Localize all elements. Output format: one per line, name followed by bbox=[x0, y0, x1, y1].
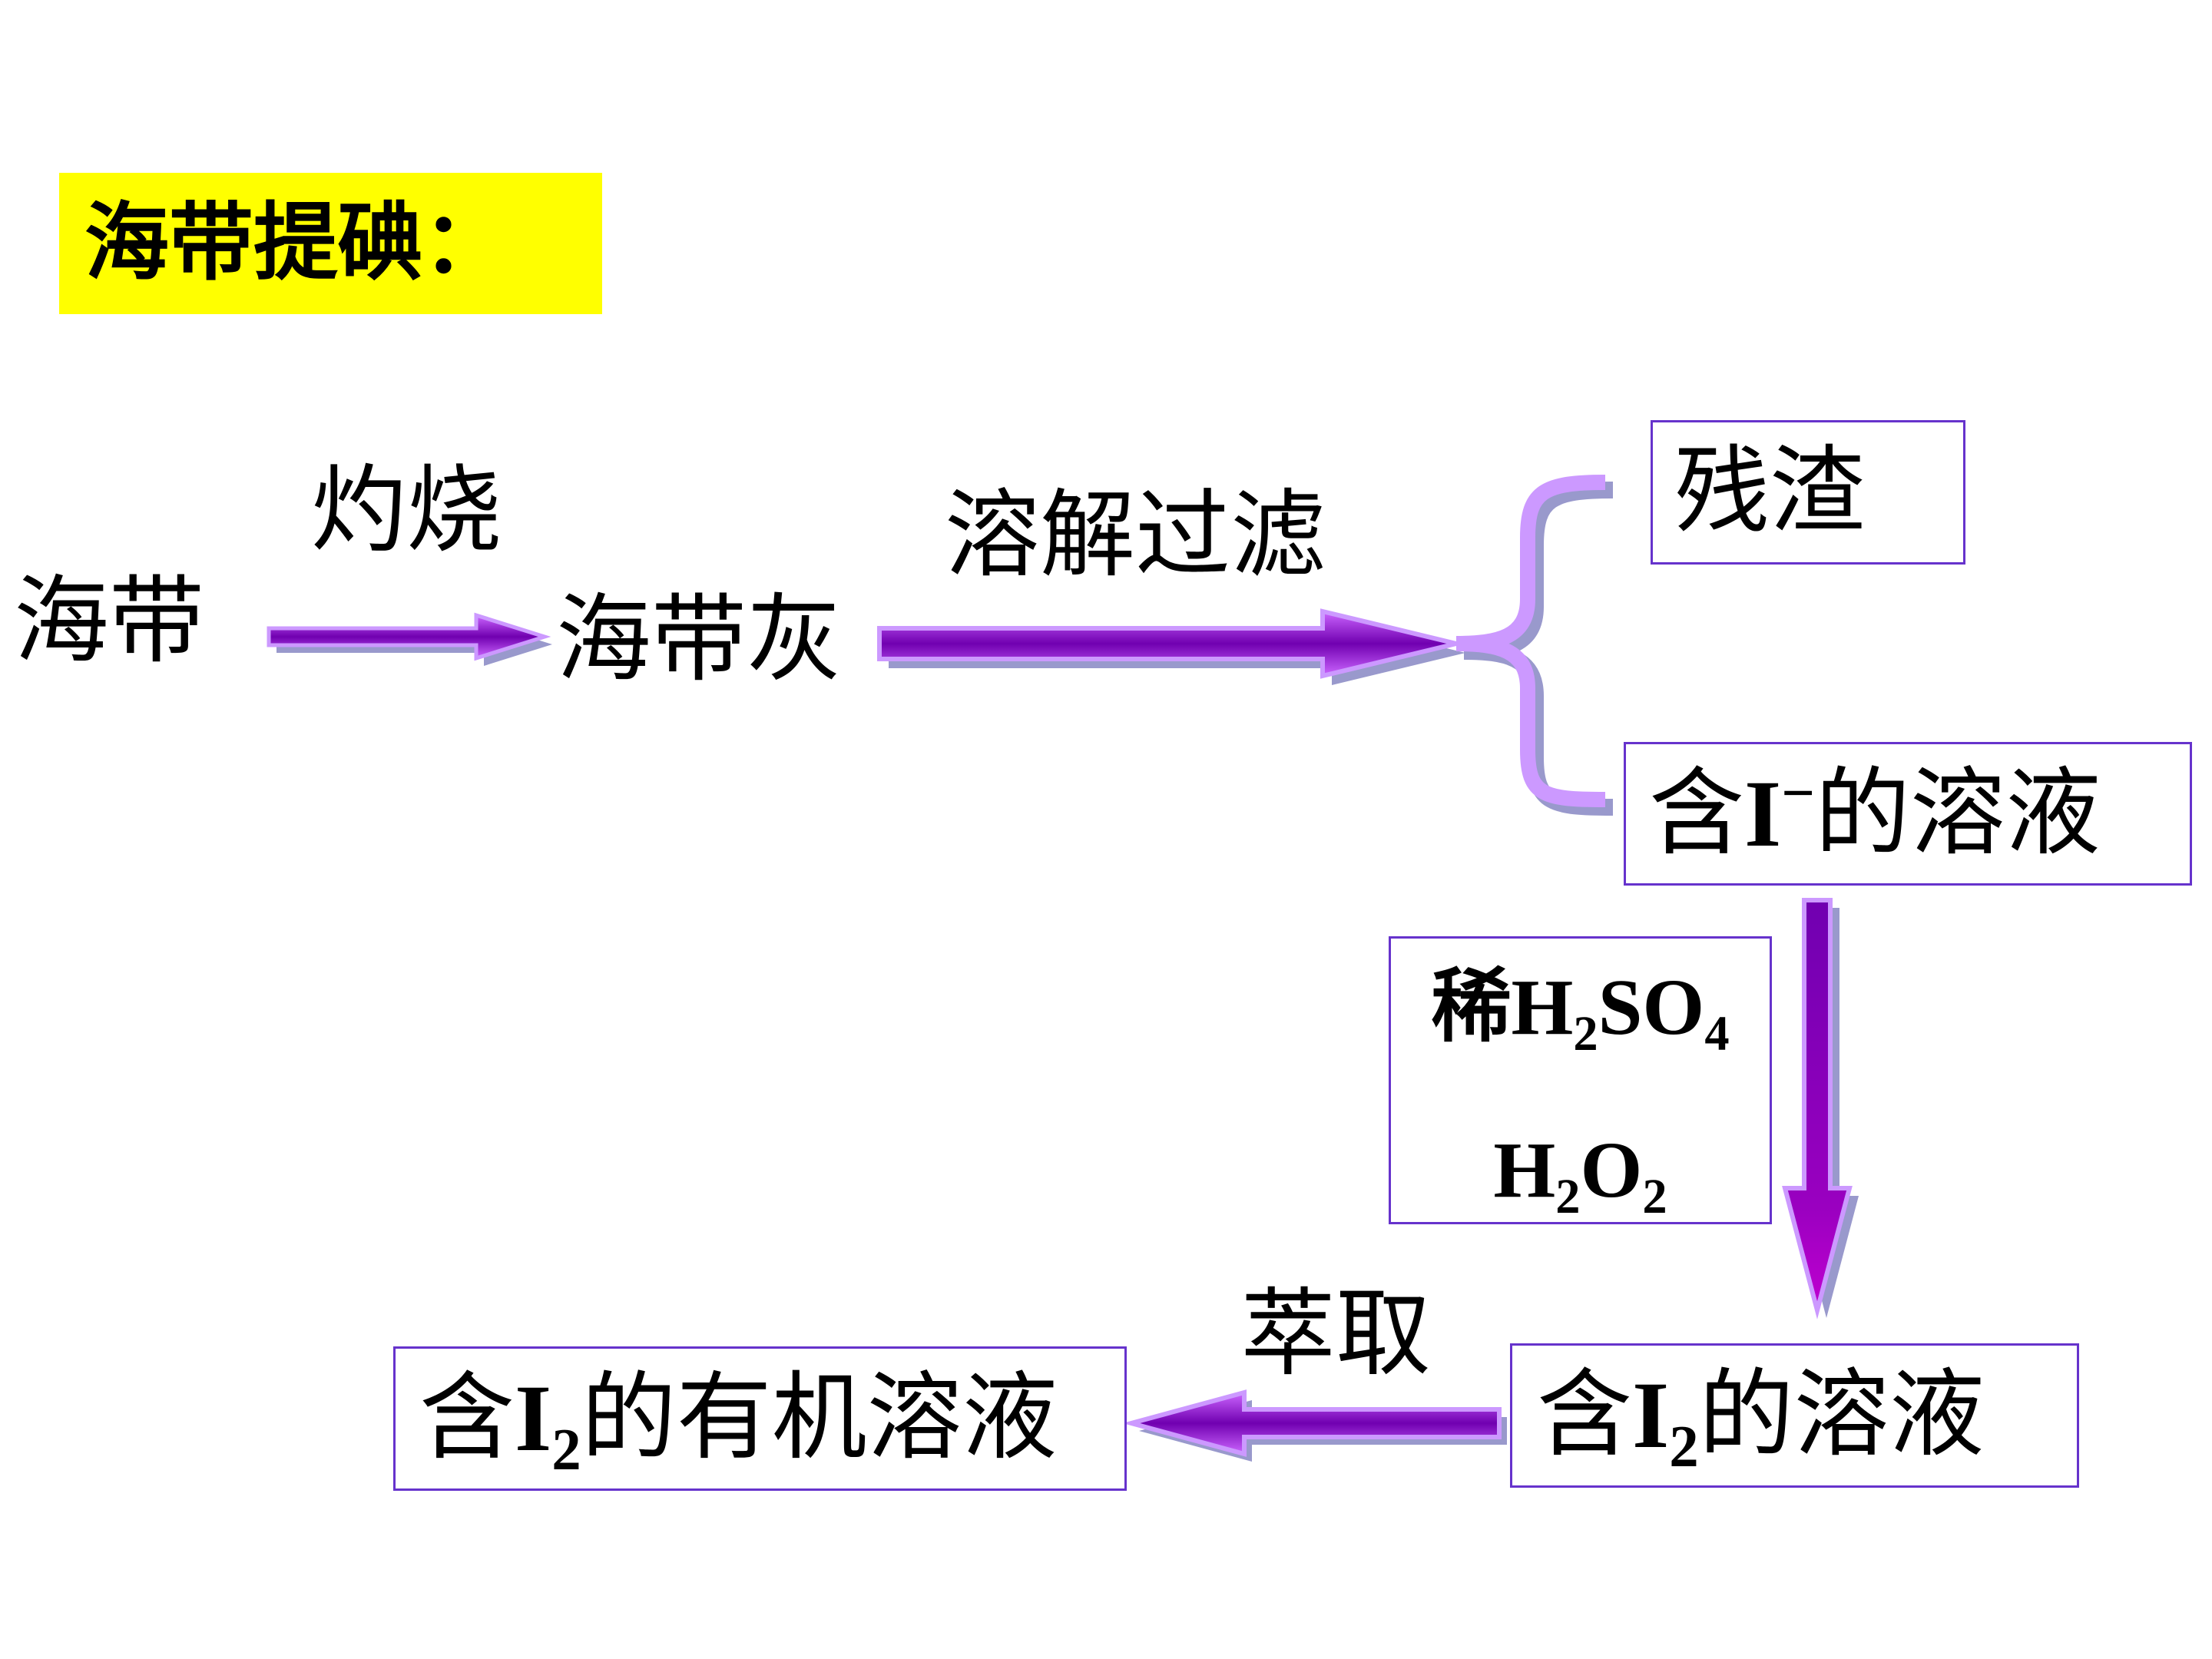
reagent-line1-part: SO bbox=[1598, 963, 1705, 1051]
reagent-dilute-sulfuric-acid: 稀H2SO4 bbox=[1391, 968, 1770, 1058]
iodine-organic-solution-suffix: 的有机溶液 bbox=[581, 1366, 1058, 1471]
iodine-solution-element: I bbox=[1632, 1363, 1670, 1468]
iodide-solution-prefix: 含 bbox=[1649, 760, 1745, 866]
step-dissolve-filter-label: 溶解过滤 bbox=[945, 483, 1326, 588]
arrow-oxidize bbox=[1782, 898, 1859, 1320]
reagent-hydrogen-peroxide: H2O2 bbox=[1391, 1131, 1770, 1221]
arrow-extract-body bbox=[1122, 1389, 1502, 1457]
arrow-burn bbox=[267, 612, 552, 666]
node-iodide-solution-box: 含I−的溶液 bbox=[1624, 742, 2192, 886]
node-iodine-solution: 含I2的溶液 bbox=[1537, 1368, 1985, 1476]
arrow-oxidize-body bbox=[1782, 898, 1853, 1320]
iodide-solution-element: I bbox=[1744, 760, 1782, 866]
iodine-organic-solution-element: I bbox=[515, 1366, 552, 1471]
node-residue-box: 残渣 bbox=[1651, 420, 1965, 565]
arrow-dissolve-filter-body bbox=[877, 608, 1457, 679]
iodide-solution-charge: − bbox=[1781, 760, 1816, 826]
iodine-solution-suffix: 的溶液 bbox=[1698, 1363, 1985, 1468]
node-iodine-organic-solution-box: 含I2的有机溶液 bbox=[393, 1346, 1127, 1491]
split-brace-body bbox=[1455, 475, 1606, 807]
reagent-line2-subscript: 2 bbox=[1555, 1168, 1581, 1224]
node-iodine-organic-solution: 含I2的有机溶液 bbox=[419, 1371, 1058, 1479]
reagent-line2-subscript: 2 bbox=[1642, 1168, 1667, 1224]
reagent-line2-part: O bbox=[1580, 1126, 1643, 1214]
reagent-line1-subscript: 4 bbox=[1704, 1005, 1730, 1061]
reagents-box: 稀H2SO4 H2O2 bbox=[1389, 936, 1772, 1224]
reagent-line1-part: 稀 bbox=[1431, 963, 1512, 1051]
reagent-line1-subscript: 2 bbox=[1573, 1005, 1598, 1061]
split-brace bbox=[1455, 475, 1614, 816]
step-burn-label: 灼烧 bbox=[311, 459, 502, 564]
node-residue: 残渣 bbox=[1674, 439, 1866, 545]
page-title-text: 海带提碘： bbox=[84, 196, 507, 290]
node-iodide-solution: 含I−的溶液 bbox=[1649, 763, 2101, 862]
arrow-burn-body bbox=[267, 612, 551, 661]
arrow-dissolve-filter bbox=[877, 608, 1465, 685]
reagent-line2-part: H bbox=[1493, 1126, 1556, 1214]
reagent-line1-part: H bbox=[1511, 963, 1574, 1051]
iodine-organic-solution-subscript: 2 bbox=[551, 1416, 581, 1482]
node-seaweed: 海带 bbox=[14, 569, 205, 674]
step-extract-label: 萃取 bbox=[1240, 1282, 1432, 1387]
iodine-solution-subscript: 2 bbox=[1669, 1413, 1699, 1479]
page-title: 海带提碘： bbox=[59, 173, 602, 314]
iodide-solution-suffix: 的溶液 bbox=[1815, 760, 2101, 866]
node-iodine-solution-box: 含I2的溶液 bbox=[1510, 1343, 2079, 1488]
iodine-solution-prefix: 含 bbox=[1537, 1363, 1633, 1468]
iodine-organic-solution-prefix: 含 bbox=[419, 1366, 515, 1471]
node-seaweed-ash: 海带灰 bbox=[556, 588, 843, 693]
arrow-extract bbox=[1122, 1389, 1507, 1462]
